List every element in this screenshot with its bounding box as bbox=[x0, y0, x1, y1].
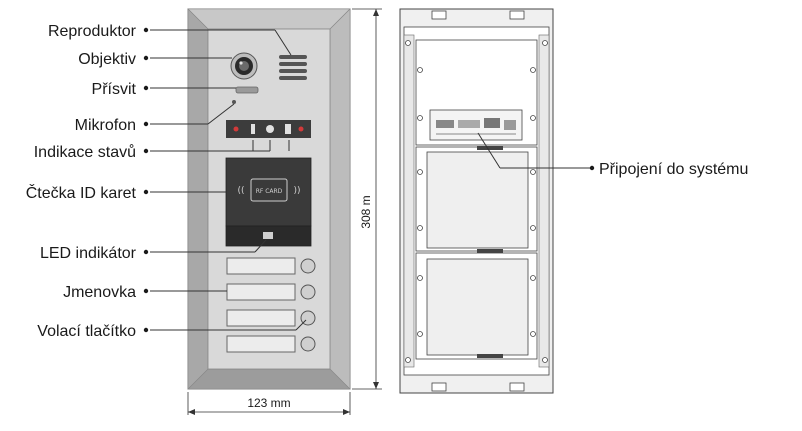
label-system-connection: Připojení do systému bbox=[599, 161, 748, 178]
label-illumination: Přísvit bbox=[92, 81, 137, 98]
width-dimension: 123 mm bbox=[247, 396, 290, 410]
door-icon bbox=[285, 124, 291, 134]
callout-labels: Reproduktor Objektiv Přísvit Mikrofon In… bbox=[26, 23, 749, 340]
status-indicator-strip bbox=[226, 120, 311, 138]
nameplate-row-2 bbox=[226, 283, 316, 301]
label-camera: Objektiv bbox=[78, 51, 136, 68]
label-nameplate: Jmenovka bbox=[63, 284, 136, 301]
label-status-indicators: Indikace stavů bbox=[34, 143, 136, 161]
nameplate bbox=[226, 257, 296, 275]
call-button[interactable] bbox=[300, 336, 316, 352]
dimension-lines: 308 m 123 mm bbox=[187, 8, 382, 415]
signal-left-icon: (( bbox=[237, 186, 244, 196]
leader-lines bbox=[150, 29, 590, 331]
card-reader: RF CARD (( )) bbox=[225, 157, 312, 247]
label-speaker: Reproduktor bbox=[48, 23, 137, 40]
nameplate-row-4 bbox=[226, 335, 316, 353]
front-panel: RF CARD (( )) bbox=[187, 8, 351, 390]
label-id-card-reader: Čtečka ID karet bbox=[26, 183, 137, 202]
signal-right-icon: )) bbox=[293, 186, 300, 196]
screw-holes bbox=[405, 40, 548, 363]
leader-dots bbox=[143, 27, 595, 333]
rf-card-text: RF CARD bbox=[256, 188, 283, 195]
nameplate bbox=[226, 335, 296, 353]
key-icon bbox=[266, 125, 274, 133]
illumination-led bbox=[235, 86, 259, 94]
terminal-block-icon bbox=[484, 118, 500, 128]
rf-card-icon bbox=[250, 178, 288, 202]
nameplate bbox=[226, 309, 296, 327]
nameplate-row-1 bbox=[226, 257, 316, 275]
label-led-indicator: LED indikátor bbox=[40, 245, 137, 262]
nameplate bbox=[226, 283, 296, 301]
label-microphone: Mikrofon bbox=[75, 117, 136, 134]
camera-lens bbox=[230, 52, 258, 80]
terminal-block-icon bbox=[458, 120, 480, 128]
microphone-hole bbox=[232, 100, 236, 104]
height-dimension: 308 m bbox=[359, 195, 373, 228]
hourglass-icon bbox=[251, 124, 255, 134]
call-button[interactable] bbox=[300, 258, 316, 274]
rear-panel bbox=[399, 8, 554, 394]
led-indicator-icon bbox=[263, 232, 273, 239]
speaker-grille bbox=[279, 55, 307, 80]
label-call-button: Volací tlačítko bbox=[37, 323, 136, 340]
call-button[interactable] bbox=[300, 284, 316, 300]
terminal-block-icon bbox=[504, 120, 516, 130]
terminal-block-icon bbox=[436, 120, 454, 128]
